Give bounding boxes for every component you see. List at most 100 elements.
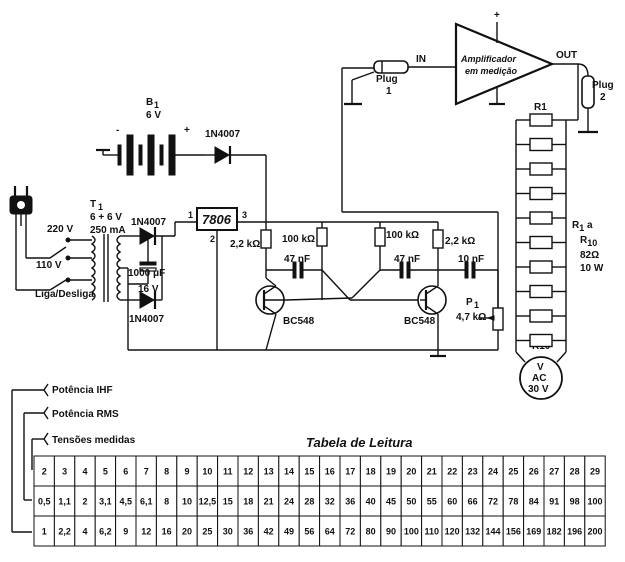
table-row-rms-cell: 18 (243, 497, 253, 507)
battery-plus: + (184, 125, 190, 136)
table-row-ihf-cell: 12 (243, 467, 253, 477)
rbank-resistor (529, 235, 553, 250)
row-label-rms: Potência RMS (52, 409, 119, 420)
cap-main-value: 1000 μF (128, 268, 165, 279)
table-row-rms-cell: 45 (386, 497, 396, 507)
transistor-q1: BC548 (255, 277, 315, 351)
table-row-ihf-cell: 13 (264, 467, 274, 477)
r-mid2-label: 100 kΩ (386, 230, 419, 241)
label-220v: 220 V (47, 224, 73, 235)
table-row-rms-cell: 10 (182, 497, 192, 507)
capacitor-1000uf: 1000 μF 16 V (128, 236, 165, 295)
table-row-ihf-cell: 5 (103, 467, 108, 477)
pot-value: 4,7 kΩ (456, 312, 486, 323)
plug-1: Plug 1 IN (344, 54, 456, 106)
table-row-voltage-cell: 25 (202, 527, 212, 537)
table-row-ihf-cell: 3 (62, 467, 67, 477)
rbank-l3: 82Ω (580, 250, 599, 261)
c3-label: 10 nF (458, 254, 484, 265)
table-row-rms-cell: 84 (529, 497, 539, 507)
table-row-voltage-cell: 9 (123, 527, 128, 537)
table-row-ihf-cell: 4 (82, 467, 87, 477)
table-row-rms-cell: 60 (447, 497, 457, 507)
table-row-voltage-cell: 156 (506, 527, 521, 537)
table-row-voltage-cell: 72 (345, 527, 355, 537)
table-row-ihf-cell: 21 (427, 467, 437, 477)
table-row-voltage-cell: 20 (182, 527, 192, 537)
table-row-voltage-cell: 144 (485, 527, 500, 537)
meter-l2: AC (532, 373, 546, 384)
transformer-name: T (90, 199, 96, 210)
table-row-voltage-cell: 100 (404, 527, 419, 537)
diode-top-label: 1N4007 (205, 129, 240, 140)
table-row-rms-cell: 72 (488, 497, 498, 507)
table-row-voltage-cell: 16 (162, 527, 172, 537)
amp-line1: Amplificador (460, 54, 517, 64)
table-row-voltage-cell: 1 (42, 527, 47, 537)
table-row-voltage-cell: 200 (587, 527, 602, 537)
rbank-resistor (529, 137, 553, 152)
table-row-ihf-cell: 20 (406, 467, 416, 477)
table-row-voltage-cell: 132 (465, 527, 480, 537)
amp-line2: em medição (465, 66, 518, 76)
table-row-voltage-cell: 49 (284, 527, 294, 537)
diode-upper-label: 1N4007 (131, 217, 166, 228)
transformer-t1: T 1 6 + 6 V 250 mA (90, 199, 130, 350)
reg-pin1: 1 (188, 210, 193, 220)
table-row-ihf-cell: 24 (488, 467, 498, 477)
table-row-ihf-cell: 28 (570, 467, 580, 477)
rbank-resistor (529, 186, 553, 201)
reg-pin2: 2 (210, 234, 215, 244)
table-row-ihf-cell: 19 (386, 467, 396, 477)
table-row-voltage-cell: 36 (243, 527, 253, 537)
in-label: IN (416, 54, 426, 65)
pot-name: P (466, 297, 473, 308)
c1-label: 47 nF (284, 254, 310, 265)
battery-minus: - (116, 125, 119, 136)
r-mid1-label: 100 kΩ (282, 234, 315, 245)
table-row-ihf-cell: 6 (123, 467, 128, 477)
table-row-rms-cell: 100 (587, 497, 602, 507)
multivibrator: 2,2 kΩ 100 kΩ 100 kΩ 2,2 kΩ 47 nF 47 nF … (230, 221, 499, 308)
rbank-resistor (529, 309, 553, 323)
table-row-ihf-cell: 2 (42, 467, 47, 477)
plug-2: Plug 2 (577, 63, 614, 134)
amplifier-under-test: + Amplificador em medição OUT (454, 10, 578, 106)
table-row-ihf-cell: 17 (345, 467, 355, 477)
table-row-voltage-cell: 2,2 (58, 527, 71, 537)
q2-label: BC548 (404, 316, 436, 327)
diode-lower-label: 1N4007 (129, 314, 164, 325)
table-row-rms-cell: 15 (223, 497, 233, 507)
table-row-ihf-cell: 27 (549, 467, 559, 477)
table-row-ihf-cell: 22 (447, 467, 457, 477)
table-row-ihf-cell: 15 (304, 467, 314, 477)
transistor-q2: BC548 (404, 278, 447, 340)
row-label-voltage: Tensões medidas (52, 435, 136, 446)
cap-main-voltage: 16 V (138, 284, 159, 295)
table-row-voltage-cell: 4 (82, 527, 87, 537)
table-row-rms-cell: 2 (82, 497, 87, 507)
plug2-line1: Plug (592, 80, 614, 91)
table-row-rms-cell: 21 (264, 497, 274, 507)
table-row-rms-cell: 91 (549, 497, 559, 507)
potentiometer-p1: P 1 4,7 kΩ (456, 297, 504, 350)
r-right-label: 2,2 kΩ (445, 236, 475, 247)
label-110v: 110 V (36, 260, 62, 271)
table-row-voltage-cell: 120 (445, 527, 460, 537)
r1-top-label: R1 (534, 102, 547, 113)
reg-pin3: 3 (242, 210, 247, 220)
table-row-ihf-cell: 14 (284, 467, 294, 477)
rbank-resistor (529, 260, 553, 274)
battery-sub: 1 (154, 100, 159, 110)
table-row-rms-cell: 12,5 (199, 497, 217, 507)
table-row-ihf-cell: 11 (223, 467, 233, 477)
amp-plus: + (494, 10, 500, 21)
regulator-7806: 7806 1 2 3 (174, 207, 266, 350)
table-row-rms-cell: 32 (325, 497, 335, 507)
resistor-bank: R1 R10 R1 a R10 82Ω 10 W (515, 64, 604, 352)
table-row-ihf-cell: 9 (184, 467, 189, 477)
table-row-ihf-cell: 7 (144, 467, 149, 477)
table-row-rms-cell: 66 (468, 497, 478, 507)
rbank-l1: R1 a (572, 220, 593, 233)
